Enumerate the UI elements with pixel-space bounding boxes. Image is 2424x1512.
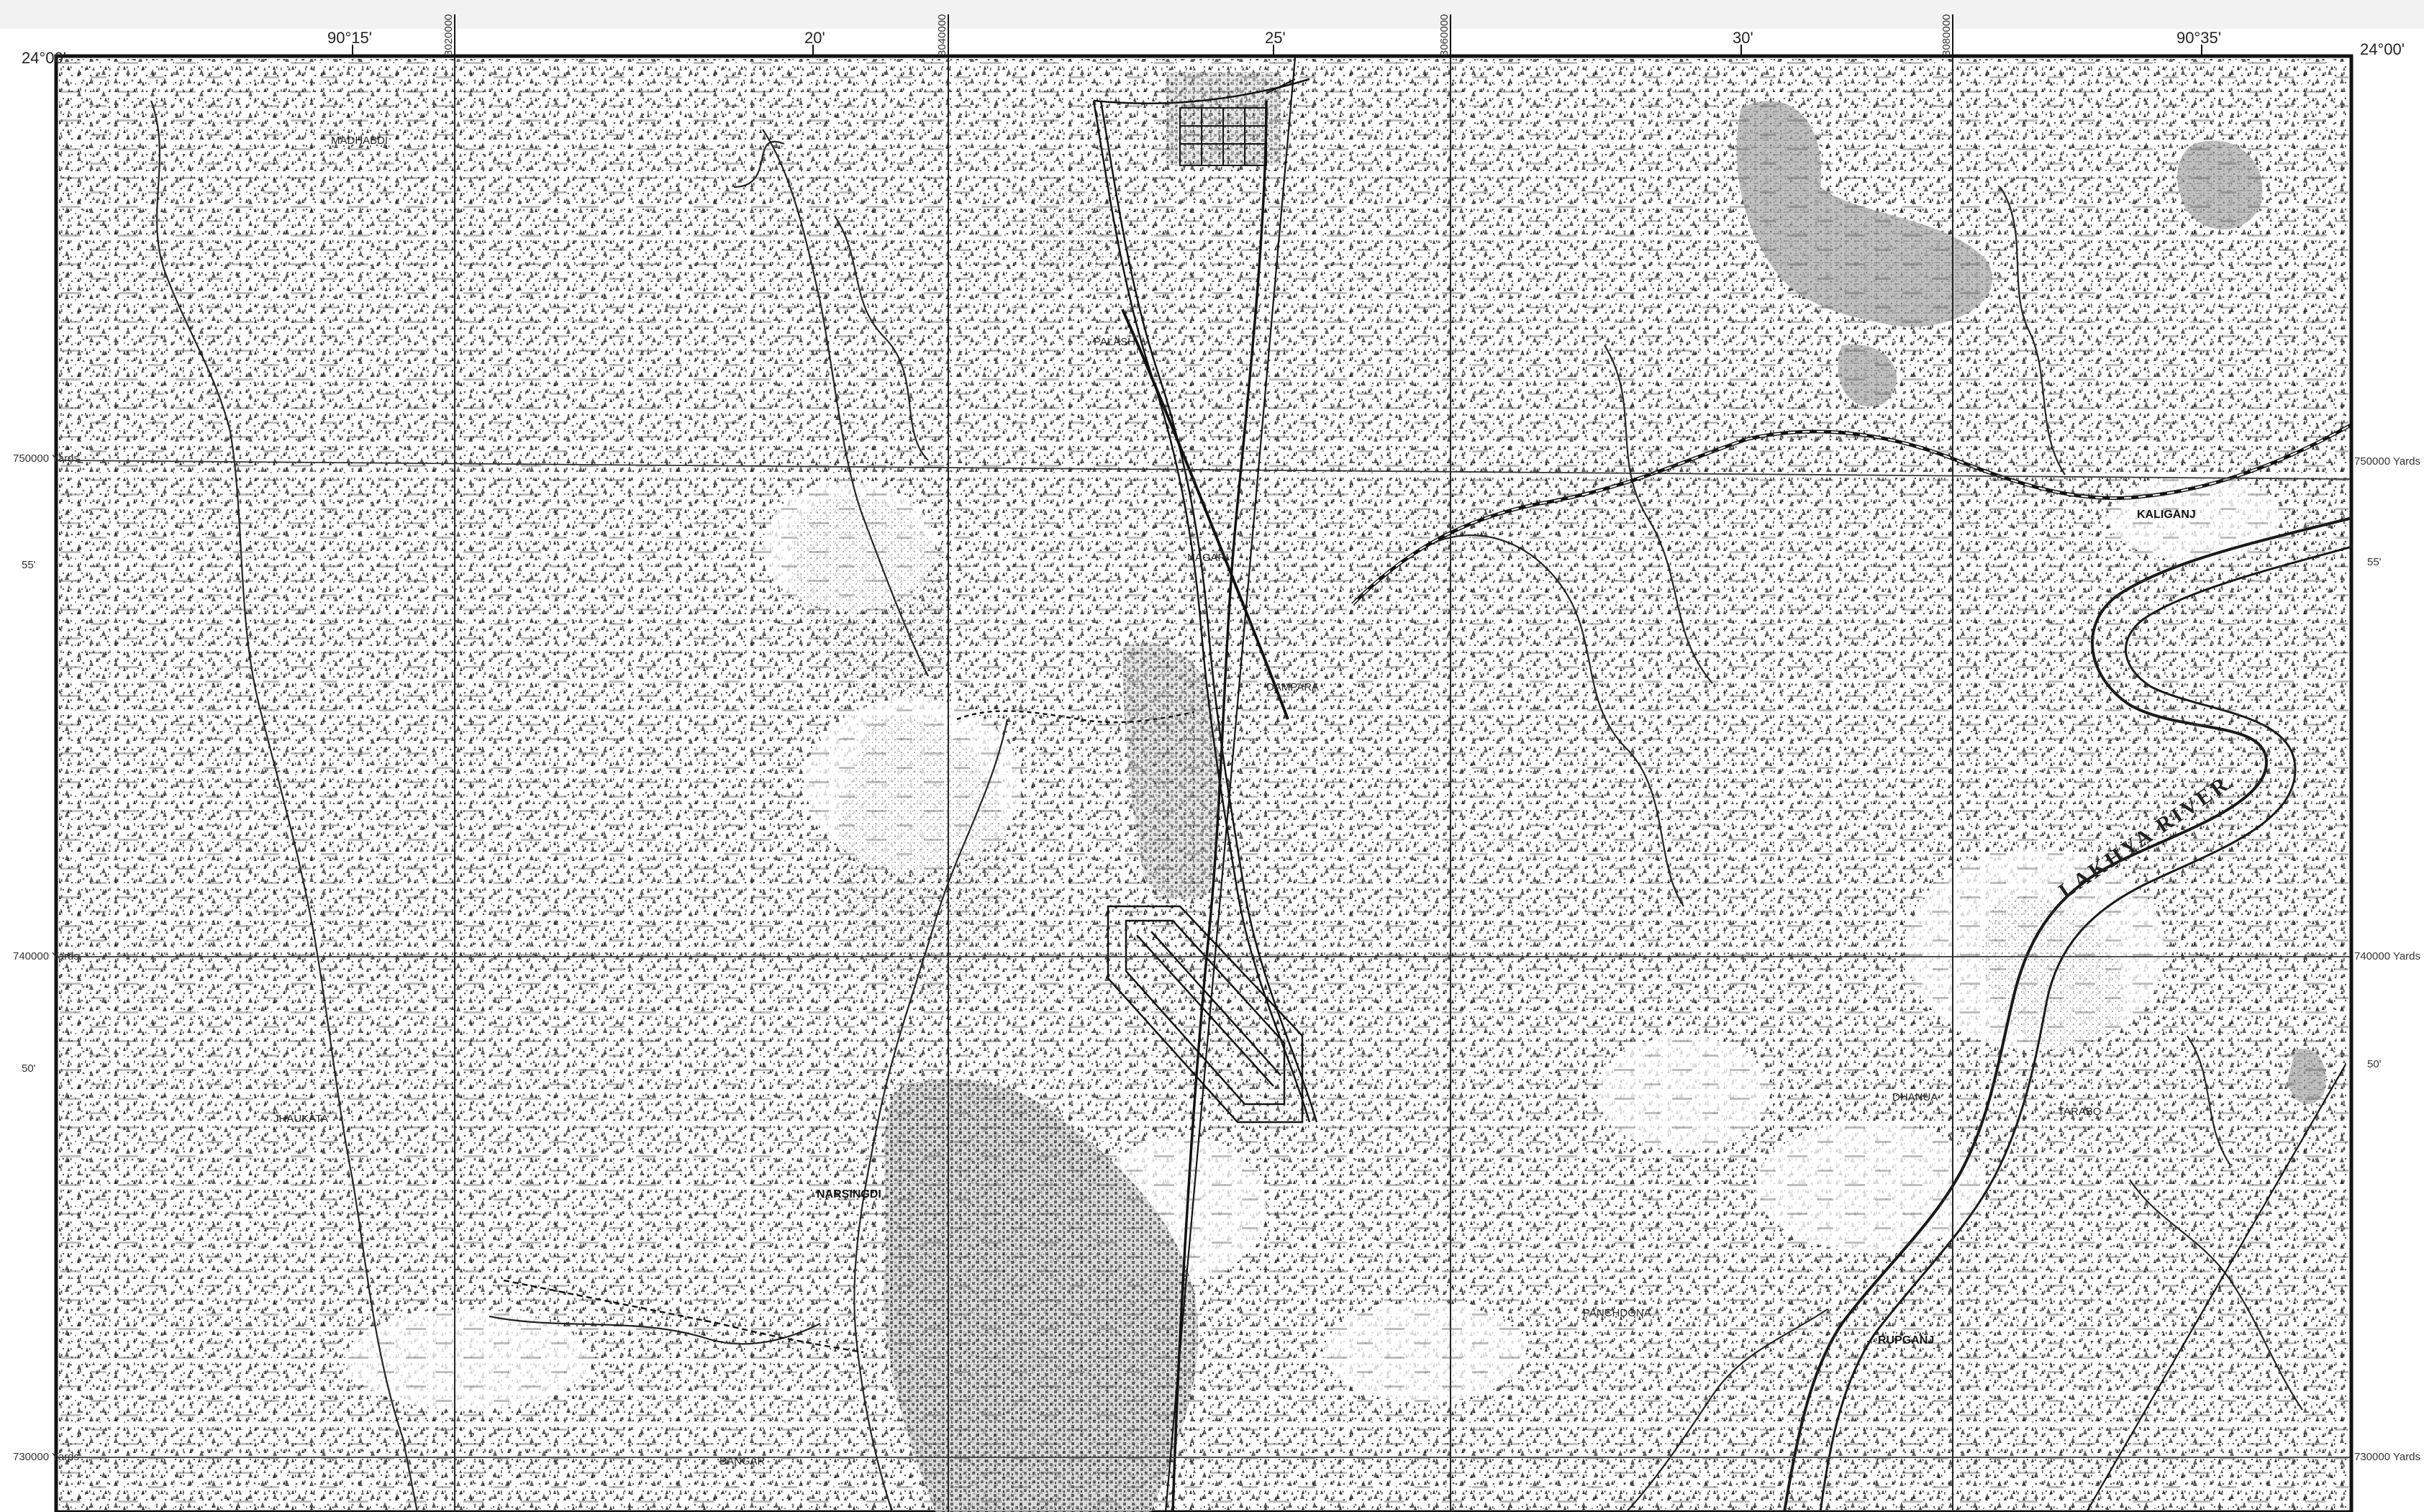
- left-margin-label: 55': [22, 559, 36, 571]
- left-margin-label: 50': [22, 1062, 36, 1075]
- map-neatline: [54, 54, 2353, 1512]
- top-tick-label: 30': [1733, 29, 1753, 47]
- place-label: KALIGANJ: [2137, 509, 2196, 521]
- top-grid-label: 3040000: [936, 14, 948, 56]
- place-label: BANGAR: [720, 1455, 766, 1467]
- left-margin-label: 730000 Yards: [13, 1451, 79, 1463]
- place-label: DHANUA: [1892, 1091, 1938, 1103]
- top-grid-label: 3080000: [1940, 14, 1953, 56]
- map-margin: [0, 0, 2424, 29]
- right-margin-label: 730000 Yards: [2354, 1451, 2420, 1463]
- right-margin-label: 740000 Yards: [2354, 950, 2420, 962]
- right-margin-label: 750000 Yards: [2354, 455, 2420, 468]
- corner-label-top-left: 24°00': [22, 49, 66, 67]
- top-tick-label: 25': [1265, 29, 1286, 47]
- right-margin-label: 50': [2367, 1058, 2382, 1070]
- top-margin-ticks: [352, 14, 2202, 58]
- place-label: PALASH: [1094, 336, 1135, 348]
- place-label: RUPGANJ: [1878, 1334, 1934, 1347]
- left-margin-label: 750000 Yards: [13, 452, 79, 465]
- place-label: JHAUKATA: [273, 1113, 328, 1125]
- top-grid-label: 3060000: [1438, 14, 1451, 56]
- place-label: DAMPARA: [1266, 681, 1319, 693]
- place-label: NAGARI: [1187, 552, 1229, 564]
- place-label: NARSINGDI: [817, 1188, 881, 1201]
- corner-label-top-right: 24°00': [2360, 40, 2405, 58]
- place-name-texture: [59, 59, 2348, 1512]
- top-tick-label: 90°15': [327, 29, 372, 47]
- top-tick-label: 90°35': [2176, 29, 2221, 47]
- top-tick-label: 20': [804, 29, 825, 47]
- left-margin-label: 740000 Yards: [13, 950, 79, 962]
- place-label: PANCHDONA: [1583, 1307, 1651, 1319]
- right-margin-label: 55': [2367, 556, 2382, 568]
- top-grid-label: 3020000: [442, 14, 455, 56]
- place-label: TARABO: [2058, 1106, 2102, 1118]
- place-label: MADHABDI: [331, 135, 388, 147]
